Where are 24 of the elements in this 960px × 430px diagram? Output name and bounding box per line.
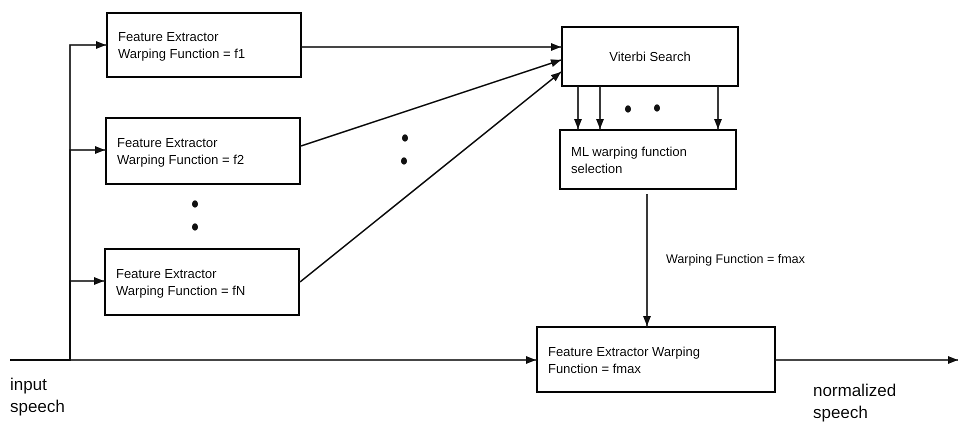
arrow [574, 87, 582, 129]
process-box [536, 326, 776, 393]
arrow [714, 87, 722, 129]
box-label: Feature Extractor Warping Function = f1 [118, 28, 246, 62]
box-label: Feature Extractor Warping Function = f2 [117, 134, 246, 168]
arrow [302, 43, 561, 51]
arrow [776, 356, 958, 364]
arrow [300, 59, 562, 147]
process-box [561, 26, 739, 87]
process-box [559, 129, 737, 190]
box-label: ML warping function selection [571, 142, 688, 176]
process-box [104, 248, 300, 316]
arrow [643, 194, 651, 326]
arrow [300, 71, 562, 283]
signal-label: input speech [10, 374, 66, 418]
box-label: Feature Extractor Warping Function = fmax [548, 342, 701, 376]
arrow [10, 356, 536, 364]
process-box [105, 117, 301, 185]
box-label: Viterbi Search [609, 48, 691, 65]
process-box [106, 12, 302, 78]
edge-label: Warping Function = fmax [666, 252, 805, 266]
signal-label: normalized speech [813, 380, 898, 424]
arrow [596, 87, 604, 129]
box-label: Feature Extractor Warping Function = fN [116, 265, 246, 299]
